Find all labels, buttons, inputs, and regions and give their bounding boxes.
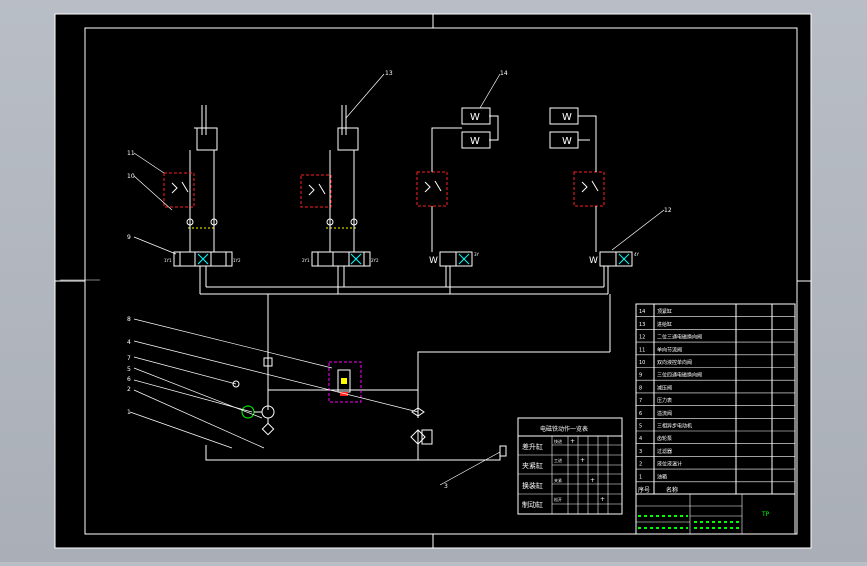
parts-row-no: 11 (639, 347, 645, 353)
parts-row-name: 三位四通电磁换向阀 (657, 372, 702, 379)
parts-row-name: 减压阀 (657, 384, 672, 391)
parts-row-no: 13 (639, 322, 645, 328)
callout-14: 14 (500, 70, 508, 77)
solenoid-row-2-sub: 工进 (554, 457, 562, 463)
parts-row-name: 进给缸 (657, 321, 672, 328)
solenoid-row-4-sub: 松开 (554, 496, 562, 502)
parts-row-name: 压力表 (657, 397, 672, 404)
solenoid-mark: + (600, 496, 605, 503)
valve-tags: 1Y1 1Y2 2Y1 2Y2 3Y 4Y (164, 252, 640, 263)
parts-row-no: 8 (639, 385, 642, 391)
parts-row-no: 2 (639, 462, 642, 468)
callout-5: 5 (127, 366, 131, 373)
center-marks (55, 14, 811, 548)
solenoid-mark: + (580, 457, 585, 464)
parts-row-name: 油箱 (657, 473, 667, 480)
tag-4y: 4Y (634, 252, 640, 257)
tag-2y1: 2Y1 (302, 258, 310, 263)
parts-row-name: 齿轮泵 (657, 435, 672, 442)
svg-text:W: W (562, 136, 572, 147)
callout-4: 4 (127, 339, 131, 346)
drawing-sheet (54, 13, 812, 549)
parts-row-name: 溢流阀 (657, 410, 672, 417)
callout-6: 6 (127, 376, 131, 383)
solenoid-row-3-sub: 夹紧 (554, 477, 562, 483)
tag-1y2: 1Y2 (233, 258, 241, 263)
callout-12: 12 (664, 207, 672, 214)
parts-row-no: 9 (639, 373, 642, 379)
reducing-valve-8[interactable] (328, 361, 362, 403)
svg-text:W: W (470, 112, 480, 123)
parts-row-no: 1 (639, 474, 642, 480)
callout-2: 2 (127, 386, 131, 393)
cylinder-14-upper[interactable]: W W W W (461, 107, 579, 149)
solenoid-row-2-label: 夹紧缸 (522, 461, 543, 470)
parts-row-no: 14 (639, 309, 645, 315)
callout-numbers: 1 2 3 4 5 6 7 8 9 10 11 12 13 14 (127, 70, 672, 490)
tank-1 (499, 445, 507, 457)
throttle-valve-4[interactable] (573, 171, 605, 207)
tag-2y2: 2Y2 (371, 258, 379, 263)
directional-valve-12a[interactable]: W (429, 251, 473, 267)
solenoid-row-1-label: 差升缸 (522, 442, 543, 451)
pump-unit[interactable] (241, 405, 275, 436)
callout-7: 7 (127, 355, 131, 362)
parts-row-name: 过滤器 (657, 448, 672, 455)
parts-row-name: 三相异步电动机 (657, 423, 692, 430)
parts-row-name: 二位三通电磁换向阀 (657, 334, 702, 341)
parts-row-name: 双向液控单向阀 (657, 359, 692, 366)
callout-11: 11 (127, 150, 135, 157)
filter-3[interactable] (410, 407, 433, 445)
title-block: TP (635, 493, 796, 535)
callout-8: 8 (127, 316, 131, 323)
parts-row-name: 顶紧缸 (657, 308, 672, 315)
parts-row-no: 3 (639, 449, 642, 455)
solenoid-mark: + (590, 477, 595, 484)
piping (189, 115, 611, 461)
solenoid-row-3-label: 换装缸 (522, 481, 543, 490)
svg-text:W: W (429, 256, 438, 266)
parts-row-name: 液位液温计 (657, 461, 682, 468)
callout-leaders (129, 73, 665, 486)
throttle-valve-1[interactable] (163, 172, 195, 208)
throttle-valve-2[interactable] (300, 174, 332, 208)
callout-9: 9 (127, 234, 131, 241)
svg-text:W: W (589, 256, 598, 266)
pressure-gauge (232, 380, 240, 388)
parts-row-no: 12 (639, 335, 645, 341)
solenoid-row-4-label: 制动缸 (522, 500, 543, 509)
directional-valve-9b[interactable] (311, 251, 371, 267)
tag-1y1: 1Y1 (164, 258, 172, 263)
directional-valve-12[interactable]: W (589, 251, 633, 267)
solenoid-row-1-sub: 快进 (554, 438, 562, 444)
parts-row-no: 10 (639, 360, 645, 366)
solenoid-action-table: 电磁铁动作一览表 差升缸 夹紧缸 换装缸 制动缸 快进 工进 夹紧 松开 (517, 417, 623, 515)
callout-3: 3 (444, 483, 448, 490)
parts-row-name: 单向节流阀 (657, 346, 682, 353)
callout-10: 10 (127, 173, 135, 180)
parts-header-no: 序号 (638, 486, 650, 494)
solenoid-mark: + (570, 438, 575, 445)
directional-valve-9[interactable] (173, 251, 233, 267)
parts-header-name: 名称 (666, 486, 678, 494)
callout-1: 1 (127, 409, 131, 416)
parts-row-no: 6 (639, 411, 642, 417)
callout-13: 13 (385, 70, 393, 77)
parts-row-no: 7 (639, 398, 642, 404)
svg-text:W: W (470, 136, 480, 147)
svg-text:W: W (562, 112, 572, 123)
parts-row-no: 5 (639, 424, 642, 430)
parts-row-no: 4 (639, 436, 642, 442)
relief-valve[interactable] (263, 357, 273, 367)
drawing-number: TP (761, 511, 770, 518)
solenoid-table-title: 电磁铁动作一览表 (540, 425, 588, 433)
tag-3y: 3Y (474, 252, 480, 257)
